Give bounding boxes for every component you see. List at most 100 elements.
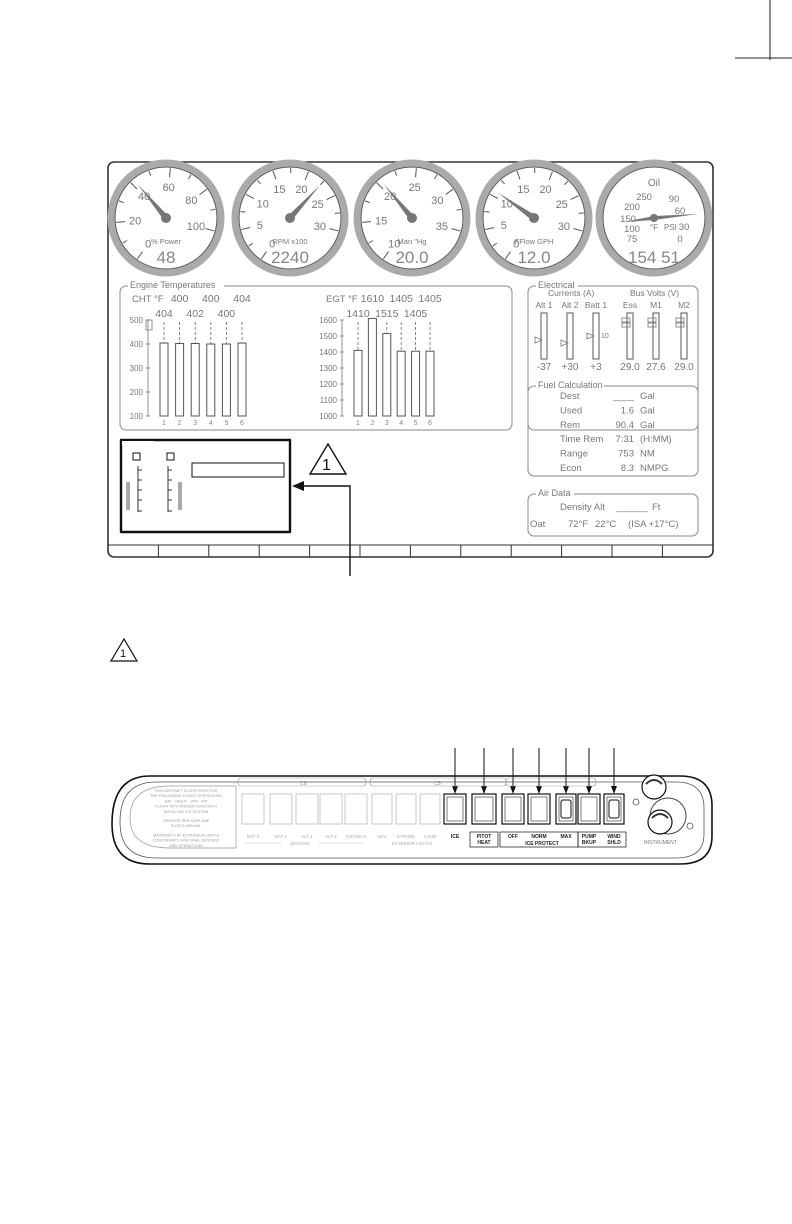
cylinder-bar	[206, 343, 216, 417]
fuel-row-label: Time Rem	[560, 434, 604, 445]
switch-label: HEAT	[477, 840, 490, 846]
gauge-tick	[248, 242, 254, 247]
master-switch[interactable]	[269, 793, 293, 825]
cylinder-number: 3	[193, 420, 197, 427]
exterior-light-switch[interactable]	[419, 793, 441, 825]
gauge-tick	[504, 251, 511, 260]
electrical-value: +30	[562, 362, 579, 373]
gauge-tick	[434, 174, 438, 180]
switch-callout-arrowhead	[611, 786, 617, 794]
placard-line: CONSTRAINTS FOR FINAL DESCENT	[152, 839, 220, 843]
electrical-bar	[652, 312, 660, 360]
ice-protection-switch[interactable]	[577, 793, 601, 825]
master-switch[interactable]	[319, 793, 343, 825]
cylinder-bar	[353, 349, 363, 417]
callout-leader	[302, 485, 351, 576]
ice-protection-switch[interactable]	[555, 793, 577, 825]
placard-line: FLIGHT MANUAL	[171, 824, 201, 828]
placard-line: OPERATE PER AIRPLANE	[163, 819, 210, 823]
gauge-tick	[364, 200, 370, 204]
master-switch-label: ALT 2	[325, 834, 337, 839]
electrical-bar	[540, 312, 548, 360]
light-switch-label: STROBE	[397, 834, 416, 839]
ice-protection-switch[interactable]	[471, 793, 497, 825]
placard-line: THIS AIRCRAFT IS CERTIFIED FOR	[154, 789, 217, 793]
ice-protection-switch[interactable]	[501, 793, 525, 825]
gauge-tick	[368, 240, 374, 244]
switch-panel-outline	[111, 775, 713, 865]
bar-value-mid: 404	[155, 308, 173, 320]
fuel-row-unit: Gal	[640, 391, 655, 402]
electrical-column-label: Batt 1	[585, 300, 607, 310]
cylinder-bar	[190, 343, 200, 417]
gauge-tick	[451, 228, 461, 232]
ice-protection-switch[interactable]	[443, 793, 467, 825]
gauge-tick	[578, 212, 584, 214]
bar-value-top: 404	[233, 293, 251, 305]
electrical-value: 29.0	[674, 362, 694, 373]
cylinder-number: 1	[162, 420, 166, 427]
master-switch[interactable]	[241, 793, 265, 825]
gauge-tick	[484, 210, 490, 213]
gauge-value: 20.0	[395, 248, 428, 267]
gauge-tick-label: 10	[257, 198, 269, 210]
isa-deviation: (ISA +17°C)	[628, 519, 679, 530]
exterior-light-switch[interactable]	[371, 793, 393, 825]
gauge-value: 154 51	[628, 248, 680, 267]
bar-value-top: 1610	[361, 293, 385, 305]
gauge-tick-label: 60	[163, 182, 175, 194]
bar-value-top: 1405	[390, 293, 414, 305]
placard-line: INSTALLED ICE SYSTEM	[164, 810, 208, 814]
switch-label: WIND	[607, 834, 621, 840]
master-switch[interactable]	[344, 793, 368, 825]
gauge-tick-label: 10	[501, 198, 513, 210]
oil-press-tick: 0	[677, 234, 682, 245]
oil-temp-tick: 250	[636, 192, 652, 203]
air-data-title: Air Data	[538, 488, 571, 498]
gauge-label: RPM x100	[272, 237, 307, 246]
gauge-tick-label: 100	[187, 221, 205, 233]
bar-value-mid: 1515	[375, 308, 399, 320]
gauge-tick	[456, 208, 462, 211]
gauge-tick	[130, 182, 138, 190]
batt-marker: 10	[601, 333, 609, 340]
oil-temp-tick: 150	[620, 214, 636, 225]
density-alt-value: ______	[615, 502, 648, 513]
placard-line: FLIGHT INTO KNOWN ICING WITH	[155, 805, 217, 809]
ice-protection-switch[interactable]	[603, 793, 625, 825]
fuel-row-unit: (H:MM)	[640, 434, 672, 445]
gauge-tick-label: 80	[185, 195, 197, 207]
gauge-tick	[485, 226, 495, 231]
gauge-tick	[118, 200, 124, 204]
bar-value-mid: 1405	[404, 308, 428, 320]
dimmer-knob-top	[641, 774, 667, 800]
fuel-row-label: Dest	[560, 391, 580, 402]
master-switch[interactable]	[295, 793, 319, 825]
gauge-tick	[492, 242, 498, 247]
bar-value-top: 400	[202, 293, 220, 305]
ice-annunciator-window	[119, 438, 292, 534]
bus-volts-label: Bus Volts (V)	[630, 288, 679, 298]
gauge-tick-label: 35	[436, 221, 448, 233]
axis-tick-label: 1300	[319, 364, 337, 373]
master-switch-label: BAT 1	[275, 834, 288, 839]
gauge-tick	[260, 251, 267, 260]
gauge-tick	[415, 168, 417, 178]
instrument-label: INSTRUMENT	[644, 840, 677, 846]
oil-temp-unit: °F	[650, 223, 658, 232]
gauge-tick-label: 0	[145, 238, 151, 250]
exterior-light-switch[interactable]	[395, 793, 417, 825]
fuel-row-value: 90.4	[616, 420, 635, 431]
master-switch-label: AVIONICS	[345, 834, 366, 839]
gauge-needle	[383, 184, 415, 220]
electrical-value: 27.6	[646, 362, 666, 373]
ice-protection-switch[interactable]	[527, 793, 551, 825]
gauge-tick	[570, 195, 579, 201]
